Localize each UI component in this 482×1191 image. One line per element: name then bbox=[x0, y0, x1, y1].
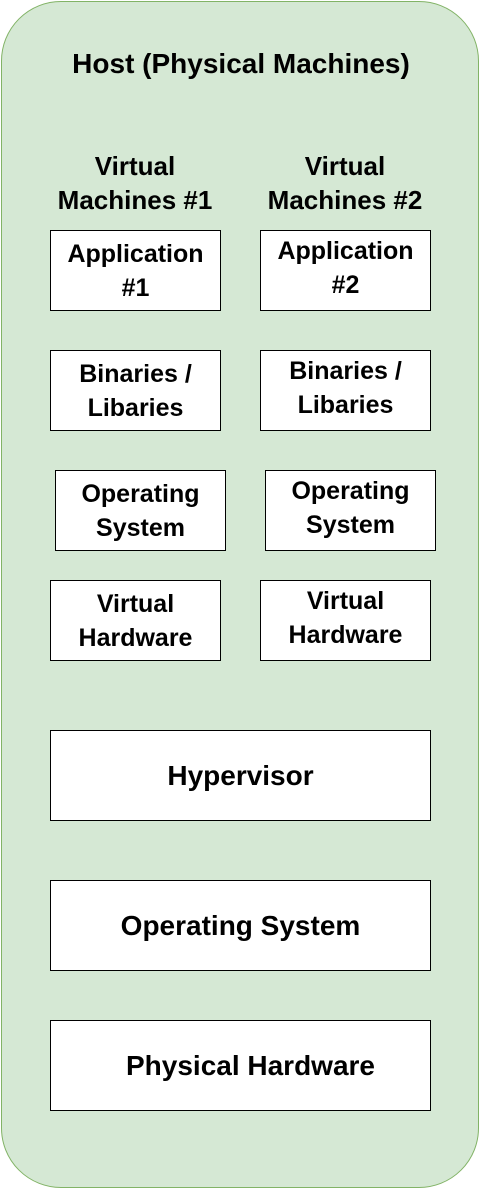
host-operating-system-box: Operating System bbox=[50, 880, 431, 971]
vm2-title-line1: Virtual bbox=[304, 151, 386, 181]
vm1-os-line1: Operating bbox=[81, 479, 200, 508]
vm2-application-line1: Application bbox=[277, 236, 414, 265]
vm2-application-box: Application #2 bbox=[260, 230, 431, 311]
vm1-binaries-line1: Binaries / bbox=[79, 359, 192, 388]
vm1-hardware-line1: Virtual bbox=[96, 589, 175, 618]
physical-hardware-label: Physical Hardware bbox=[125, 1049, 376, 1081]
vm1-os-line2: System bbox=[96, 513, 185, 542]
vm1-application-line2: #1 bbox=[121, 273, 150, 302]
vm2-hardware-line1: Virtual bbox=[306, 586, 385, 615]
vm1-title-line1: Virtual bbox=[94, 151, 176, 181]
vm2-binaries-box: Binaries / Libaries bbox=[260, 350, 431, 431]
host-title: Host (Physical Machines) bbox=[72, 48, 410, 79]
hypervisor-label: Hypervisor bbox=[167, 759, 314, 791]
vm1-binaries-box: Binaries / Libaries bbox=[50, 350, 221, 431]
vm1-title: Virtual Machines #1 bbox=[35, 149, 235, 217]
vm2-os-line2: System bbox=[306, 510, 395, 539]
vm2-title-line2: Machines #2 bbox=[267, 185, 423, 215]
hypervisor-box: Hypervisor bbox=[50, 730, 431, 821]
vm2-operating-system-box: Operating System bbox=[265, 470, 436, 551]
host-operating-system-label: Operating System bbox=[120, 909, 361, 941]
vm2-application-line2: #2 bbox=[331, 270, 360, 299]
vm2-os-line1: Operating bbox=[291, 476, 410, 505]
vm2-virtual-hardware-box: Virtual Hardware bbox=[260, 580, 431, 661]
vm1-application-line1: Application bbox=[67, 239, 204, 268]
vm1-operating-system-box: Operating System bbox=[55, 470, 226, 551]
vm2-binaries-line1: Binaries / bbox=[289, 356, 402, 385]
vm2-title: Virtual Machines #2 bbox=[245, 149, 445, 217]
vm2-hardware-line2: Hardware bbox=[288, 620, 403, 649]
vm1-title-line2: Machines #1 bbox=[57, 185, 213, 215]
vm1-binaries-line2: Libaries bbox=[87, 393, 184, 422]
vm1-hardware-line2: Hardware bbox=[78, 623, 193, 652]
vm1-application-box: Application #1 bbox=[50, 230, 221, 311]
vm2-binaries-line2: Libaries bbox=[297, 390, 394, 419]
physical-hardware-box: Physical Hardware bbox=[50, 1020, 431, 1111]
vm1-virtual-hardware-box: Virtual Hardware bbox=[50, 580, 221, 661]
